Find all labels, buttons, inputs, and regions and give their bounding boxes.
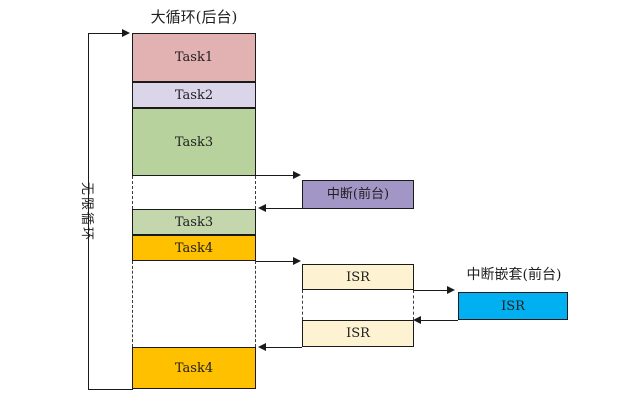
isr-box-resume: ISR <box>302 320 414 347</box>
arrow-interrupt-to-task3 <box>266 208 302 209</box>
arrow-nested-to-isr <box>421 320 458 321</box>
arrow-task3-to-interrupt <box>256 175 294 176</box>
infinite-loop-label: 无限循环 <box>80 152 98 272</box>
arrowhead-isr-to-task4-icon <box>258 343 266 351</box>
arrowhead-loop-top-icon <box>122 29 130 37</box>
loop-line-bottom <box>88 389 133 390</box>
big-loop-title: 大循环(后台) <box>150 8 238 26</box>
isr-box-nested: ISR <box>458 292 568 320</box>
task-box-task2: Task2 <box>132 82 256 108</box>
task-box-task1: Task1 <box>132 33 256 82</box>
arrowhead-task4-to-isr-icon <box>293 257 301 265</box>
arrowhead-isr-to-nested-icon <box>447 286 455 294</box>
arrow-isr-to-nested <box>413 290 448 291</box>
nested-interrupt-title: 中断嵌套(前台) <box>466 267 562 283</box>
arrow-isr-to-task4 <box>266 347 302 348</box>
task-box-task4-resume: Task4 <box>132 347 256 389</box>
suspended-gap-task4 <box>132 261 256 347</box>
arrow-task4-to-isr <box>256 261 294 262</box>
arrowhead-nested-to-isr-icon <box>413 316 421 324</box>
interrupt-box: 中断(前台) <box>302 180 414 209</box>
arrowhead-task3-to-interrupt-icon <box>293 171 301 179</box>
suspended-gap-isr <box>302 290 414 320</box>
loop-line-top <box>88 33 122 34</box>
arrowhead-interrupt-to-task3-icon <box>258 204 266 212</box>
task-box-task3: Task3 <box>132 108 256 176</box>
isr-box-enter: ISR <box>302 264 414 290</box>
task-box-task3-resume: Task3 <box>132 209 256 235</box>
task-box-task4: Task4 <box>132 235 256 261</box>
loop-line-vertical <box>88 33 89 390</box>
suspended-gap-task3 <box>132 176 256 209</box>
